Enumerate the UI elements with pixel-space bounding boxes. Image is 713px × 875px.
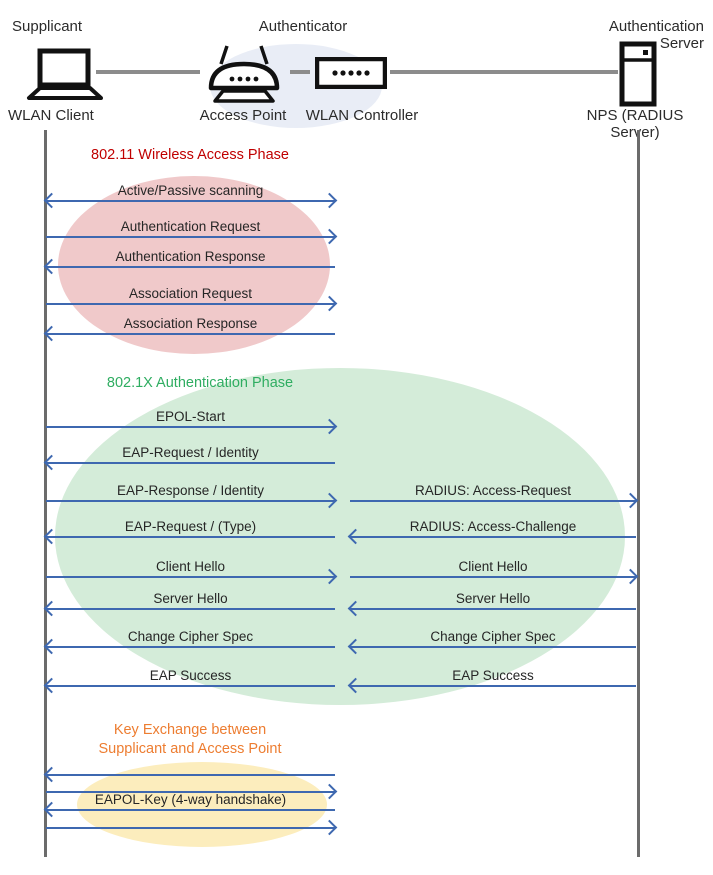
role-label-supplicant: Supplicant [12,18,83,35]
message-label: Authentication Request [120,219,261,234]
role-label-authenticator: Authenticator [258,18,348,35]
message-row: Change Cipher Spec [43,627,335,655]
message-row: Authentication Response [43,247,335,275]
message-row: Server Hello [347,589,636,617]
message-label: Server Hello [455,591,531,606]
message-label: Client Hello [155,559,226,574]
message-arrow-line [46,426,335,428]
message-label: Active/Passive scanning [117,183,264,198]
message-row: EPOL-Start [46,407,338,435]
message-label: Authentication Response [115,249,266,264]
message-arrow-line [46,500,335,502]
message-arrow-line [46,608,335,610]
message-arrow-line [46,303,335,305]
message-row: Active/Passive scanning [43,181,338,209]
message-row: EAPOL-Key (4-way handshake) [43,790,335,818]
message-row: Change Cipher Spec [347,627,636,655]
message-row: Association Request [46,284,338,312]
phase-ellipse-key-exchange [77,762,327,847]
message-arrow-line [46,576,335,578]
message-arrow-line [350,646,636,648]
message-label: EAP Success [452,668,534,683]
device-label-nps-radius-server: NPS (RADIUS Server) [586,107,684,141]
message-label: EAP-Request / Identity [122,445,259,460]
message-arrow-line [46,809,335,811]
message-row: Server Hello [43,589,335,617]
message-arrow-line [46,791,335,793]
access-point-icon [203,44,285,109]
message-row: RADIUS: Access-Request [350,481,639,509]
message-row: EAP-Request / Identity [43,443,335,471]
connector-line [290,70,310,74]
message-arrow-line [46,536,335,538]
phase-title-key-line2: Supplicant and Access Point [98,741,282,757]
connector-line [96,70,200,74]
message-row: Client Hello [350,557,639,585]
message-arrow-line [46,774,335,776]
message-label: Association Response [123,316,258,331]
message-label: EAPOL-Key (4-way handshake) [94,792,287,807]
message-label: Server Hello [153,591,228,606]
message-label: Client Hello [458,559,528,574]
role-label-authentication-server: Authentication Server [608,18,704,52]
message-arrow-line [350,608,636,610]
message-row [46,808,338,836]
lifeline-nps-server [637,130,640,857]
message-arrow-line [46,646,335,648]
connector-line [390,70,618,74]
message-arrow-line [350,576,636,578]
message-row: EAP-Request / (Type) [43,517,335,545]
message-arrow-line [46,236,335,238]
message-row [43,755,335,783]
message-label: EAP-Request / (Type) [124,519,257,534]
message-label: EPOL-Start [155,409,226,424]
device-label-access-point: Access Point [199,107,287,124]
phase-title-key-exchange: Key Exchange between Supplicant and Acce… [50,721,330,759]
laptop-icon [26,48,104,107]
message-row: Association Response [43,314,335,342]
device-label-wlan-controller: WLAN Controller [305,107,419,124]
arrowhead-right-icon [321,819,338,836]
message-arrow-line [46,266,335,268]
message-label: Association Request [128,286,253,301]
phase-ellipse-wireless [58,176,330,354]
message-label: RADIUS: Access-Request [414,483,572,498]
message-row [46,772,338,800]
message-arrow-line [46,200,335,202]
message-row: EAP-Response / Identity [46,481,338,509]
message-row: Client Hello [46,557,338,585]
lifeline-wlan-client [44,130,47,857]
message-arrow-line [350,685,636,687]
message-arrow-line [350,536,636,538]
message-label: Change Cipher Spec [127,629,254,644]
message-label: EAP Success [149,668,232,683]
device-label-wlan-client: WLAN Client [8,107,94,124]
message-arrow-line [350,500,636,502]
message-row: Authentication Request [46,217,338,245]
message-label: EAP-Response / Identity [116,483,265,498]
phase-title-wireless: 802.11 Wireless Access Phase [91,147,289,163]
message-arrow-line [46,333,335,335]
server-icon [619,41,657,112]
message-row: EAP Success [43,666,335,694]
phase-title-8021x: 802.1X Authentication Phase [106,375,294,391]
wlan-controller-icon [314,56,388,94]
message-arrow-line [46,827,335,829]
message-row: RADIUS: Access-Challenge [347,517,636,545]
message-arrow-line [46,685,335,687]
phase-title-key-line1: Key Exchange between [113,722,267,738]
message-label: Change Cipher Spec [430,629,556,644]
message-row: EAP Success [347,666,636,694]
message-label: RADIUS: Access-Challenge [409,519,577,534]
message-arrow-line [46,462,335,464]
